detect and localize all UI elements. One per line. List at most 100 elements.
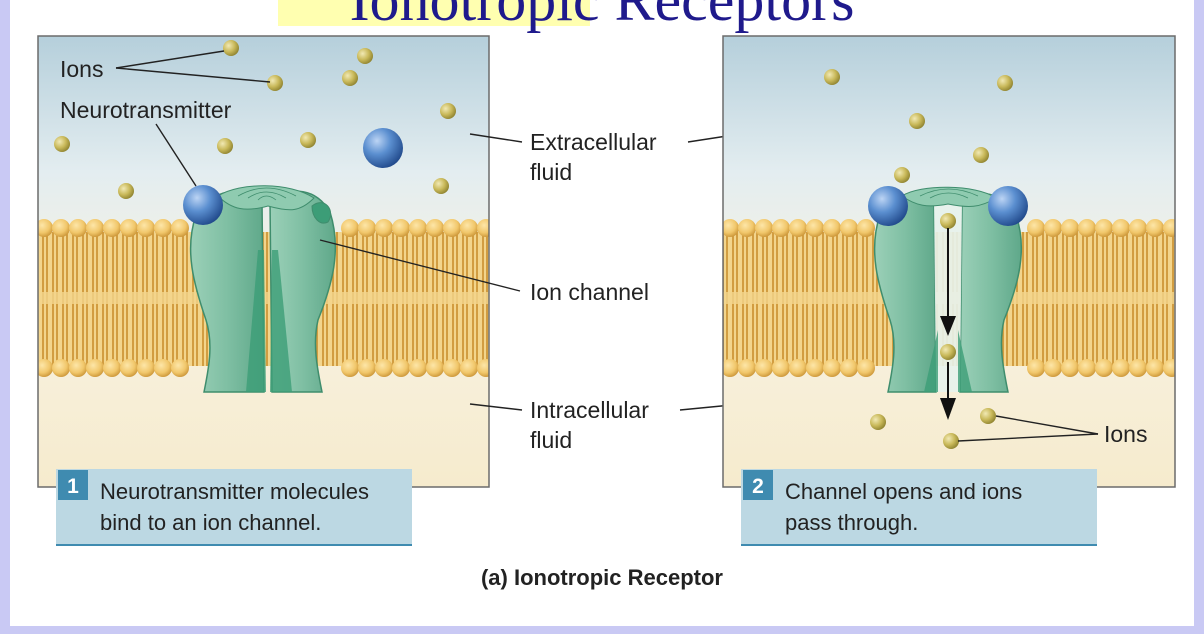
lipid-head [1027, 359, 1045, 377]
step-box-2: 2 Channel opens and ions pass through. [741, 469, 1097, 546]
lipid-head [38, 219, 53, 237]
lipid-head [755, 359, 773, 377]
lipid-head [392, 219, 410, 237]
lipid-head [392, 359, 410, 377]
lipid-head [52, 359, 70, 377]
lipid-head [171, 359, 189, 377]
step-text-line1: Neurotransmitter molecules [100, 479, 369, 504]
lipid-head [409, 219, 427, 237]
lipid-head [341, 219, 359, 237]
leader-lines-center [319, 133, 743, 411]
step-text-line2: pass through. [785, 510, 918, 535]
lipid-head [806, 219, 824, 237]
step-number: 2 [752, 475, 764, 498]
lipid-head [154, 219, 172, 237]
label-ion-channel: Ion channel [530, 279, 649, 305]
ion-channel-closed [189, 185, 337, 393]
lipid-head [857, 359, 875, 377]
ion [217, 138, 233, 154]
ion [980, 408, 996, 424]
ion [940, 344, 956, 360]
lipid-head [171, 219, 189, 237]
lipid-head [723, 359, 739, 377]
panel-step-1: Ions Neurotransmitter 1 Neurotransmitter… [37, 35, 490, 546]
lipid-head [772, 359, 790, 377]
label-ions-top: Ions [60, 56, 103, 82]
step-number-badge [58, 470, 88, 500]
lipid-head [1129, 359, 1147, 377]
label-intracellular-line1: Intracellular [530, 397, 649, 423]
lipid-head [1061, 219, 1079, 237]
lipid-head [375, 359, 393, 377]
lipid-head [137, 359, 155, 377]
ions-right [824, 69, 1013, 449]
lipid-head [1129, 219, 1147, 237]
ion-flow-arrow [940, 228, 956, 420]
lipid-head [477, 359, 489, 377]
lipid-head [86, 359, 104, 377]
lipid-head [840, 219, 858, 237]
step-number-badge [743, 470, 773, 500]
lipid-head [738, 359, 756, 377]
ion [997, 75, 1013, 91]
lipid-head [38, 359, 53, 377]
panel-step-2: Ions 2 Channel opens and ions pass throu… [722, 35, 1176, 546]
lipid-head [358, 219, 376, 237]
lipid-heads [38, 219, 489, 377]
ion [357, 48, 373, 64]
lipid-head [1078, 219, 1096, 237]
lipid-head [69, 359, 87, 377]
lipid-head [857, 219, 875, 237]
lipid-head [52, 219, 70, 237]
lipid-head [1027, 219, 1045, 237]
label-intracellular-line2: fluid [530, 427, 572, 453]
lipid-heads [723, 219, 1175, 377]
ion [870, 414, 886, 430]
step-box-1: 1 Neurotransmitter molecules bind to an … [56, 469, 412, 546]
ion [300, 132, 316, 148]
lipid-head [154, 359, 172, 377]
ion [267, 75, 283, 91]
lipid-head [789, 219, 807, 237]
ion [54, 136, 70, 152]
neurotransmitter-molecule [868, 186, 908, 226]
label-neurotransmitter: Neurotransmitter [60, 97, 232, 123]
title-highlight [278, 0, 590, 26]
lipid-head [409, 359, 427, 377]
neurotransmitter-molecule [988, 186, 1028, 226]
lipid-head [477, 219, 489, 237]
lipid-head [823, 359, 841, 377]
lipid-head [789, 359, 807, 377]
lipid-head [460, 219, 478, 237]
ion [940, 213, 956, 229]
lipid-head [120, 219, 138, 237]
ion-channel-open [873, 186, 1023, 393]
lipid-head [375, 219, 393, 237]
leader-lines-right [957, 415, 1099, 442]
lipid-head [738, 219, 756, 237]
lipid-head [1095, 359, 1113, 377]
ion [118, 183, 134, 199]
neurotransmitter-molecule [183, 185, 223, 225]
lipid-head [1095, 219, 1113, 237]
lipid-head [103, 219, 121, 237]
lipid-head [1044, 219, 1062, 237]
lipid-head [1146, 219, 1164, 237]
lipid-head [443, 359, 461, 377]
lipid-head [120, 359, 138, 377]
lipid-head [86, 219, 104, 237]
lipid-head [806, 359, 824, 377]
lipid-head [358, 359, 376, 377]
ion [894, 167, 910, 183]
lipid-head [840, 359, 858, 377]
lipid-head [426, 359, 444, 377]
lipid-head [1112, 219, 1130, 237]
lipid-head [460, 359, 478, 377]
figure-caption: (a) Ionotropic Receptor [481, 565, 723, 590]
ion [973, 147, 989, 163]
lipid-head [1061, 359, 1079, 377]
lipid-head [103, 359, 121, 377]
lipid-head [69, 219, 87, 237]
ion [223, 40, 239, 56]
